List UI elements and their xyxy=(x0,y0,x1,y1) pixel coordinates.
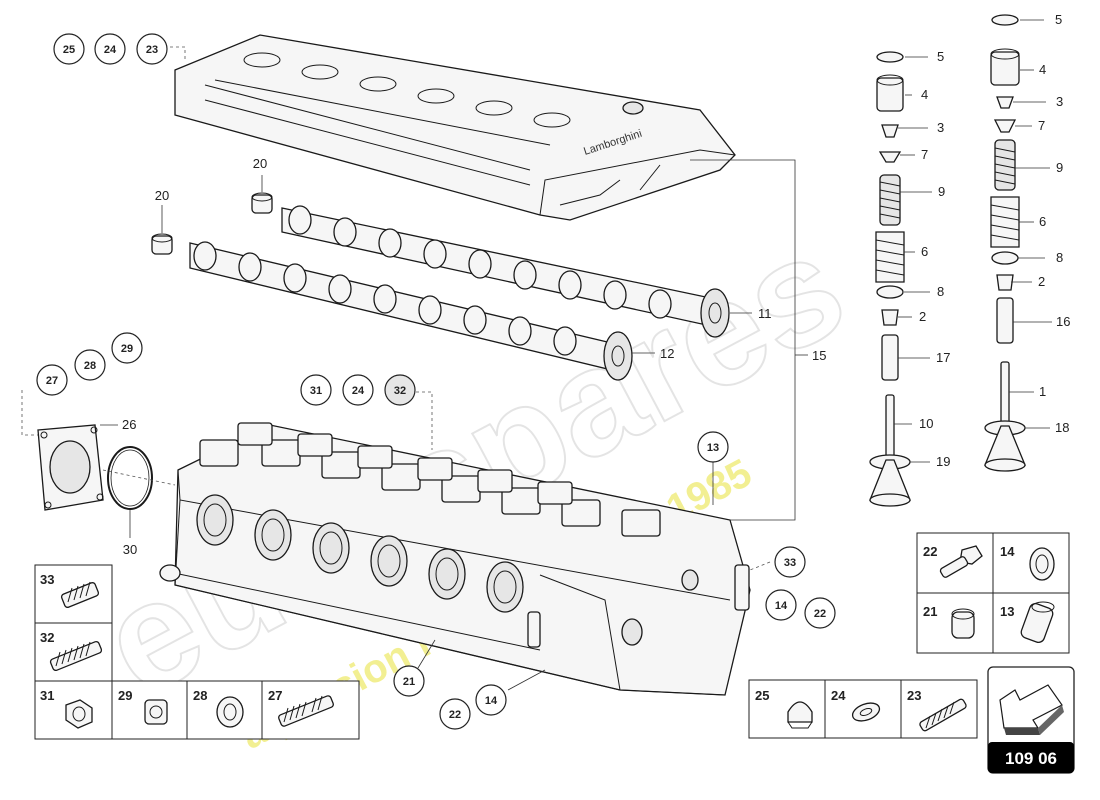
end-plate-26 xyxy=(37,424,104,511)
sleeve-13-icon xyxy=(1020,601,1055,643)
washer-14-icon xyxy=(1029,547,1055,581)
callout-24-head: 24 xyxy=(352,385,365,397)
label-17: 17 xyxy=(936,350,950,365)
box-label-14: 14 xyxy=(1000,544,1015,559)
stud-27-icon xyxy=(278,695,334,727)
stud-33-icon xyxy=(60,581,100,608)
label-8-left: 8 xyxy=(937,284,944,299)
nut-29-icon xyxy=(144,699,168,725)
box-label-24: 24 xyxy=(831,688,846,703)
dowel-21-icon xyxy=(951,608,975,639)
bolt-22-icon xyxy=(939,545,983,578)
valve-cover: Lamborghini xyxy=(174,34,736,221)
callouts: 25 24 23 27 28 29 31 24 32 13 33 14 22 2… xyxy=(36,33,836,730)
cap-nut-25-icon xyxy=(787,701,813,729)
label-9-right: 9 xyxy=(1056,160,1063,175)
label-2-left: 2 xyxy=(919,309,926,324)
arrow-icon xyxy=(999,684,1064,735)
label-1: 1 xyxy=(1039,384,1046,399)
label-2-right: 2 xyxy=(1038,274,1045,289)
callout-33: 33 xyxy=(784,557,796,569)
washer-24-icon xyxy=(851,702,881,722)
box-label-25: 25 xyxy=(755,688,769,703)
label-18: 18 xyxy=(1055,420,1069,435)
valve-train-right xyxy=(984,14,1026,472)
label-15: 15 xyxy=(812,348,826,363)
stud-32-icon xyxy=(49,640,103,672)
label-11: 11 xyxy=(758,306,772,321)
label-4-right: 4 xyxy=(1039,62,1046,77)
box-label-21: 21 xyxy=(923,604,937,619)
box-label-33: 33 xyxy=(40,572,54,587)
box-label-32: 32 xyxy=(40,630,54,645)
box-label-13: 13 xyxy=(1000,604,1014,619)
label-6-right: 6 xyxy=(1039,214,1046,229)
camshaft-upper xyxy=(281,205,730,338)
callout-21: 21 xyxy=(403,676,415,688)
callout-31: 31 xyxy=(310,385,322,397)
callout-32: 32 xyxy=(394,385,406,397)
box-label-29: 29 xyxy=(118,688,132,703)
stud-23-icon xyxy=(919,698,967,732)
callout-25: 25 xyxy=(63,44,75,56)
callout-24: 24 xyxy=(104,44,117,56)
box-label-28: 28 xyxy=(193,688,207,703)
label-3-right: 3 xyxy=(1056,94,1063,109)
label-7-left: 7 xyxy=(921,147,928,162)
cylinder-head xyxy=(159,422,751,696)
callout-23: 23 xyxy=(146,44,158,56)
page-number: 109 06 xyxy=(1005,749,1057,768)
callout-13: 13 xyxy=(707,442,719,454)
label-19: 19 xyxy=(936,454,950,469)
label-16: 16 xyxy=(1056,314,1070,329)
box-label-27: 27 xyxy=(268,688,282,703)
part-labels: 20 20 11 12 15 26 30 5 4 3 7 9 6 8 2 17 … xyxy=(122,12,1070,557)
hardware-box-left: 33 32 31 29 28 27 xyxy=(34,564,360,740)
box-label-22: 22 xyxy=(923,544,937,559)
o-ring-30 xyxy=(107,446,153,510)
camshaft-lower xyxy=(189,241,633,381)
box-label-31: 31 xyxy=(40,688,54,703)
bearing-shell-upper xyxy=(251,192,273,214)
label-20-lower: 20 xyxy=(155,188,169,203)
callout-14: 14 xyxy=(775,600,788,612)
hardware-box-right: 22 14 21 13 xyxy=(916,532,1070,654)
label-5-right: 5 xyxy=(1055,12,1062,27)
washer-28-icon xyxy=(216,696,244,728)
label-30: 30 xyxy=(123,542,137,557)
callout-22: 22 xyxy=(814,608,826,620)
label-20-upper: 20 xyxy=(253,156,267,171)
label-7-right: 7 xyxy=(1038,118,1045,133)
label-3-left: 3 xyxy=(937,120,944,135)
nut-31-icon xyxy=(65,699,93,729)
label-5-left: 5 xyxy=(937,49,944,64)
callout-14-bottom: 14 xyxy=(485,695,498,707)
callout-29: 29 xyxy=(121,343,133,355)
hardware-box-bottom: 25 24 23 xyxy=(748,679,978,739)
label-26: 26 xyxy=(122,417,136,432)
callout-28: 28 xyxy=(84,360,96,372)
callout-27: 27 xyxy=(46,375,58,387)
callout-22-bottom: 22 xyxy=(449,709,461,721)
label-8-right: 8 xyxy=(1056,250,1063,265)
box-label-23: 23 xyxy=(907,688,921,703)
bearing-shell-lower xyxy=(151,233,173,255)
page-badge: 109 06 xyxy=(987,666,1075,774)
label-4-left: 4 xyxy=(921,87,928,102)
label-12: 12 xyxy=(660,346,674,361)
label-10: 10 xyxy=(919,416,933,431)
label-6-left: 6 xyxy=(921,244,928,259)
valve-train-left xyxy=(869,51,911,507)
label-9-left: 9 xyxy=(938,184,945,199)
